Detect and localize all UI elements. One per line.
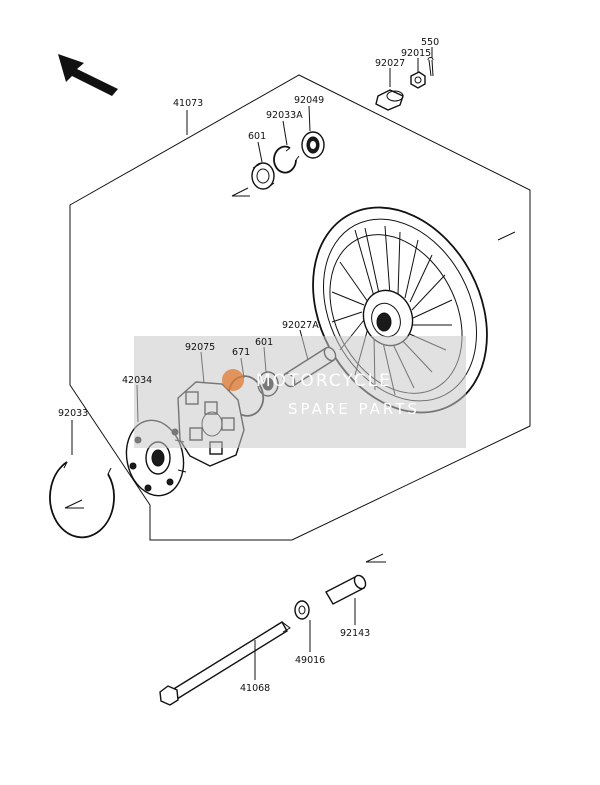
part-label-601-mid: 601: [255, 337, 273, 348]
part-label-92075: 92075: [185, 342, 215, 353]
axle-41068: [159, 621, 291, 706]
watermark-brand: MOTORCYCLE: [256, 371, 392, 391]
watermark-tagline: SPARE PARTS: [288, 400, 420, 418]
part-label-601-top: 601: [248, 131, 266, 142]
watermark: MOTORCYCLE SPARE PARTS: [134, 336, 466, 448]
part-label-671: 671: [232, 347, 250, 358]
part-label-550: 550: [421, 37, 439, 48]
part-label-42034: 42034: [122, 375, 152, 386]
front-direction-arrow-icon: [58, 54, 118, 96]
cotter-pin-550: [427, 57, 434, 77]
part-label-92049: 92049: [294, 95, 324, 106]
part-label-92033: 92033: [58, 408, 88, 419]
bearing-601-top: [251, 162, 275, 190]
nut-92015: [410, 71, 426, 89]
part-label-92033a: 92033A: [266, 110, 303, 121]
outline-tick: [64, 499, 84, 509]
part-label-92143: 92143: [340, 628, 370, 639]
part-label-41073: 41073: [173, 98, 203, 109]
rear-wheel: [312, 206, 488, 414]
assembly-outline: [69, 74, 531, 541]
part-label-92015: 92015: [401, 48, 431, 59]
part-label-49016: 49016: [295, 655, 325, 666]
seal-92049: [301, 131, 325, 159]
part-label-92027a: 92027A: [282, 320, 319, 331]
outline-tick: [497, 231, 516, 241]
part-label-92027: 92027: [375, 58, 405, 69]
washer-49016: [294, 600, 310, 620]
part-label-41068: 41068: [240, 683, 270, 694]
circlip-92033a: [273, 145, 300, 174]
circlip-92033: [49, 461, 115, 539]
watermark-logo-icon: [222, 369, 244, 391]
outline-tick: [365, 553, 386, 563]
collar-92143: [325, 574, 367, 605]
outline-tick: [231, 187, 250, 197]
collar-92027: [375, 89, 404, 111]
